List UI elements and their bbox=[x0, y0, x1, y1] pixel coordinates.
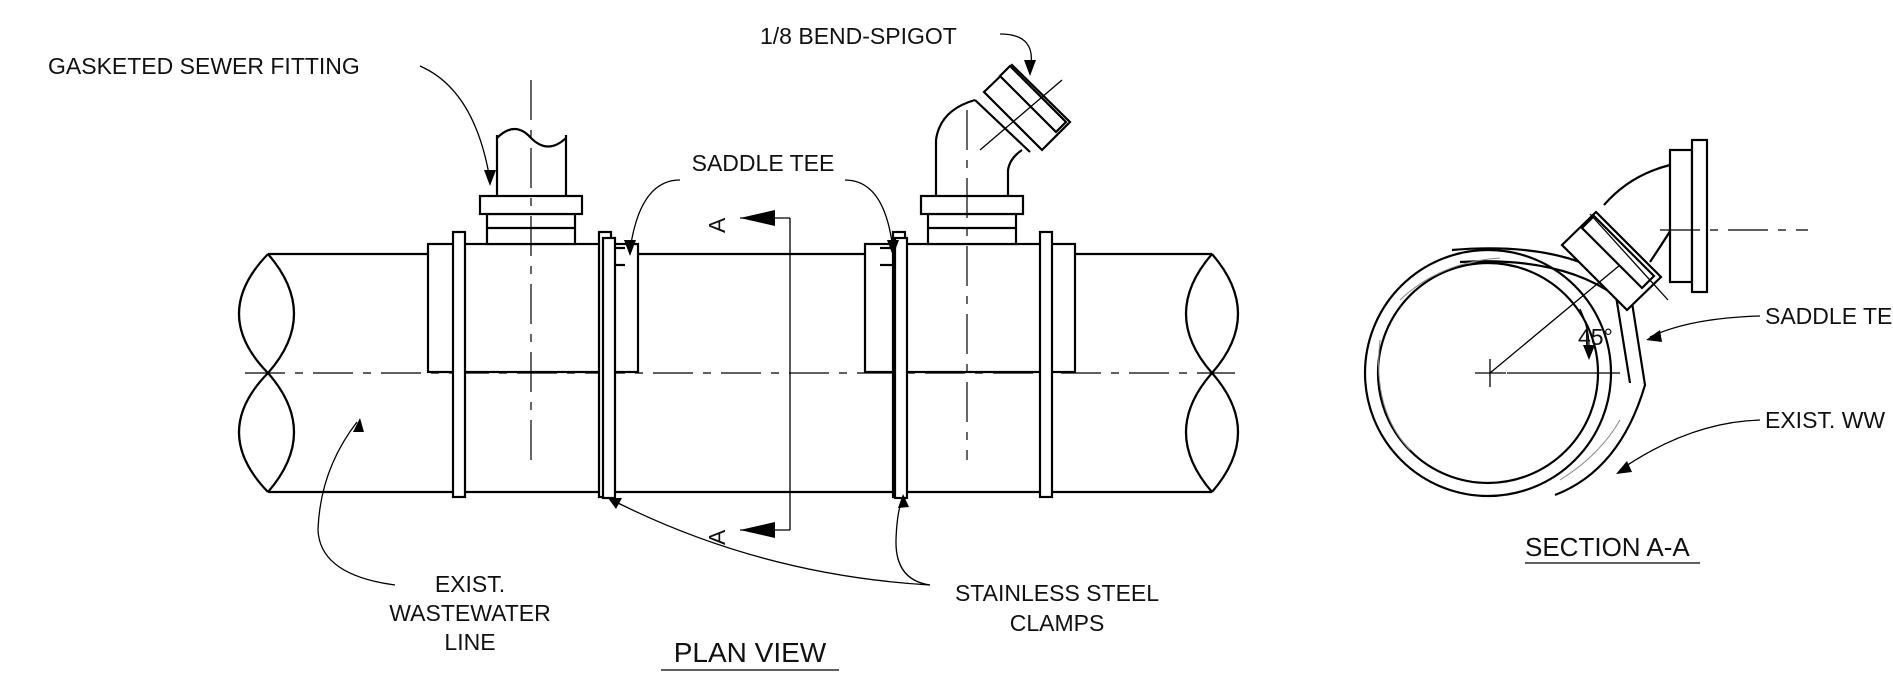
section-cut-line: A A bbox=[704, 210, 791, 545]
section-mark-top: A bbox=[704, 217, 730, 233]
section-fitting bbox=[1560, 138, 1808, 312]
gasketed-fitting-label: GASKETED SEWER FITTING bbox=[48, 53, 360, 79]
section-view: 45° SADDLE TEE EXIST. WW LINE SECTION A-… bbox=[1363, 138, 1893, 564]
ww-line-section-label: EXIST. WW LINE bbox=[1765, 407, 1893, 433]
saddle-tee-plan-label: SADDLE TEE bbox=[692, 150, 835, 176]
clamps-label-2: CLAMPS bbox=[1010, 610, 1105, 636]
saddle-tee-section-label: SADDLE TEE bbox=[1765, 303, 1893, 329]
section-mark-bottom: A bbox=[704, 529, 730, 545]
plan-view-title: PLAN VIEW bbox=[674, 637, 827, 668]
leader-lines bbox=[317, 33, 1036, 586]
wastewater-line-label-3: LINE bbox=[444, 629, 495, 655]
clamp-band-2 bbox=[893, 236, 909, 500]
angle-label: 45° bbox=[1578, 324, 1613, 350]
bend-spigot-label: 1/8 BEND-SPIGOT bbox=[760, 23, 957, 49]
section-view-title: SECTION A-A bbox=[1525, 532, 1690, 562]
wastewater-pipe bbox=[238, 252, 1239, 494]
wastewater-line-label-2: WASTEWATER bbox=[389, 600, 550, 626]
plan-view: A A GASKETED SEWER FITTING 1/8 BEND-SPIG… bbox=[48, 23, 1239, 671]
clamp-band-1 bbox=[601, 236, 617, 500]
wastewater-line-label-1: EXIST. bbox=[435, 571, 505, 597]
clamps-label-1: STAINLESS STEEL bbox=[955, 580, 1159, 606]
